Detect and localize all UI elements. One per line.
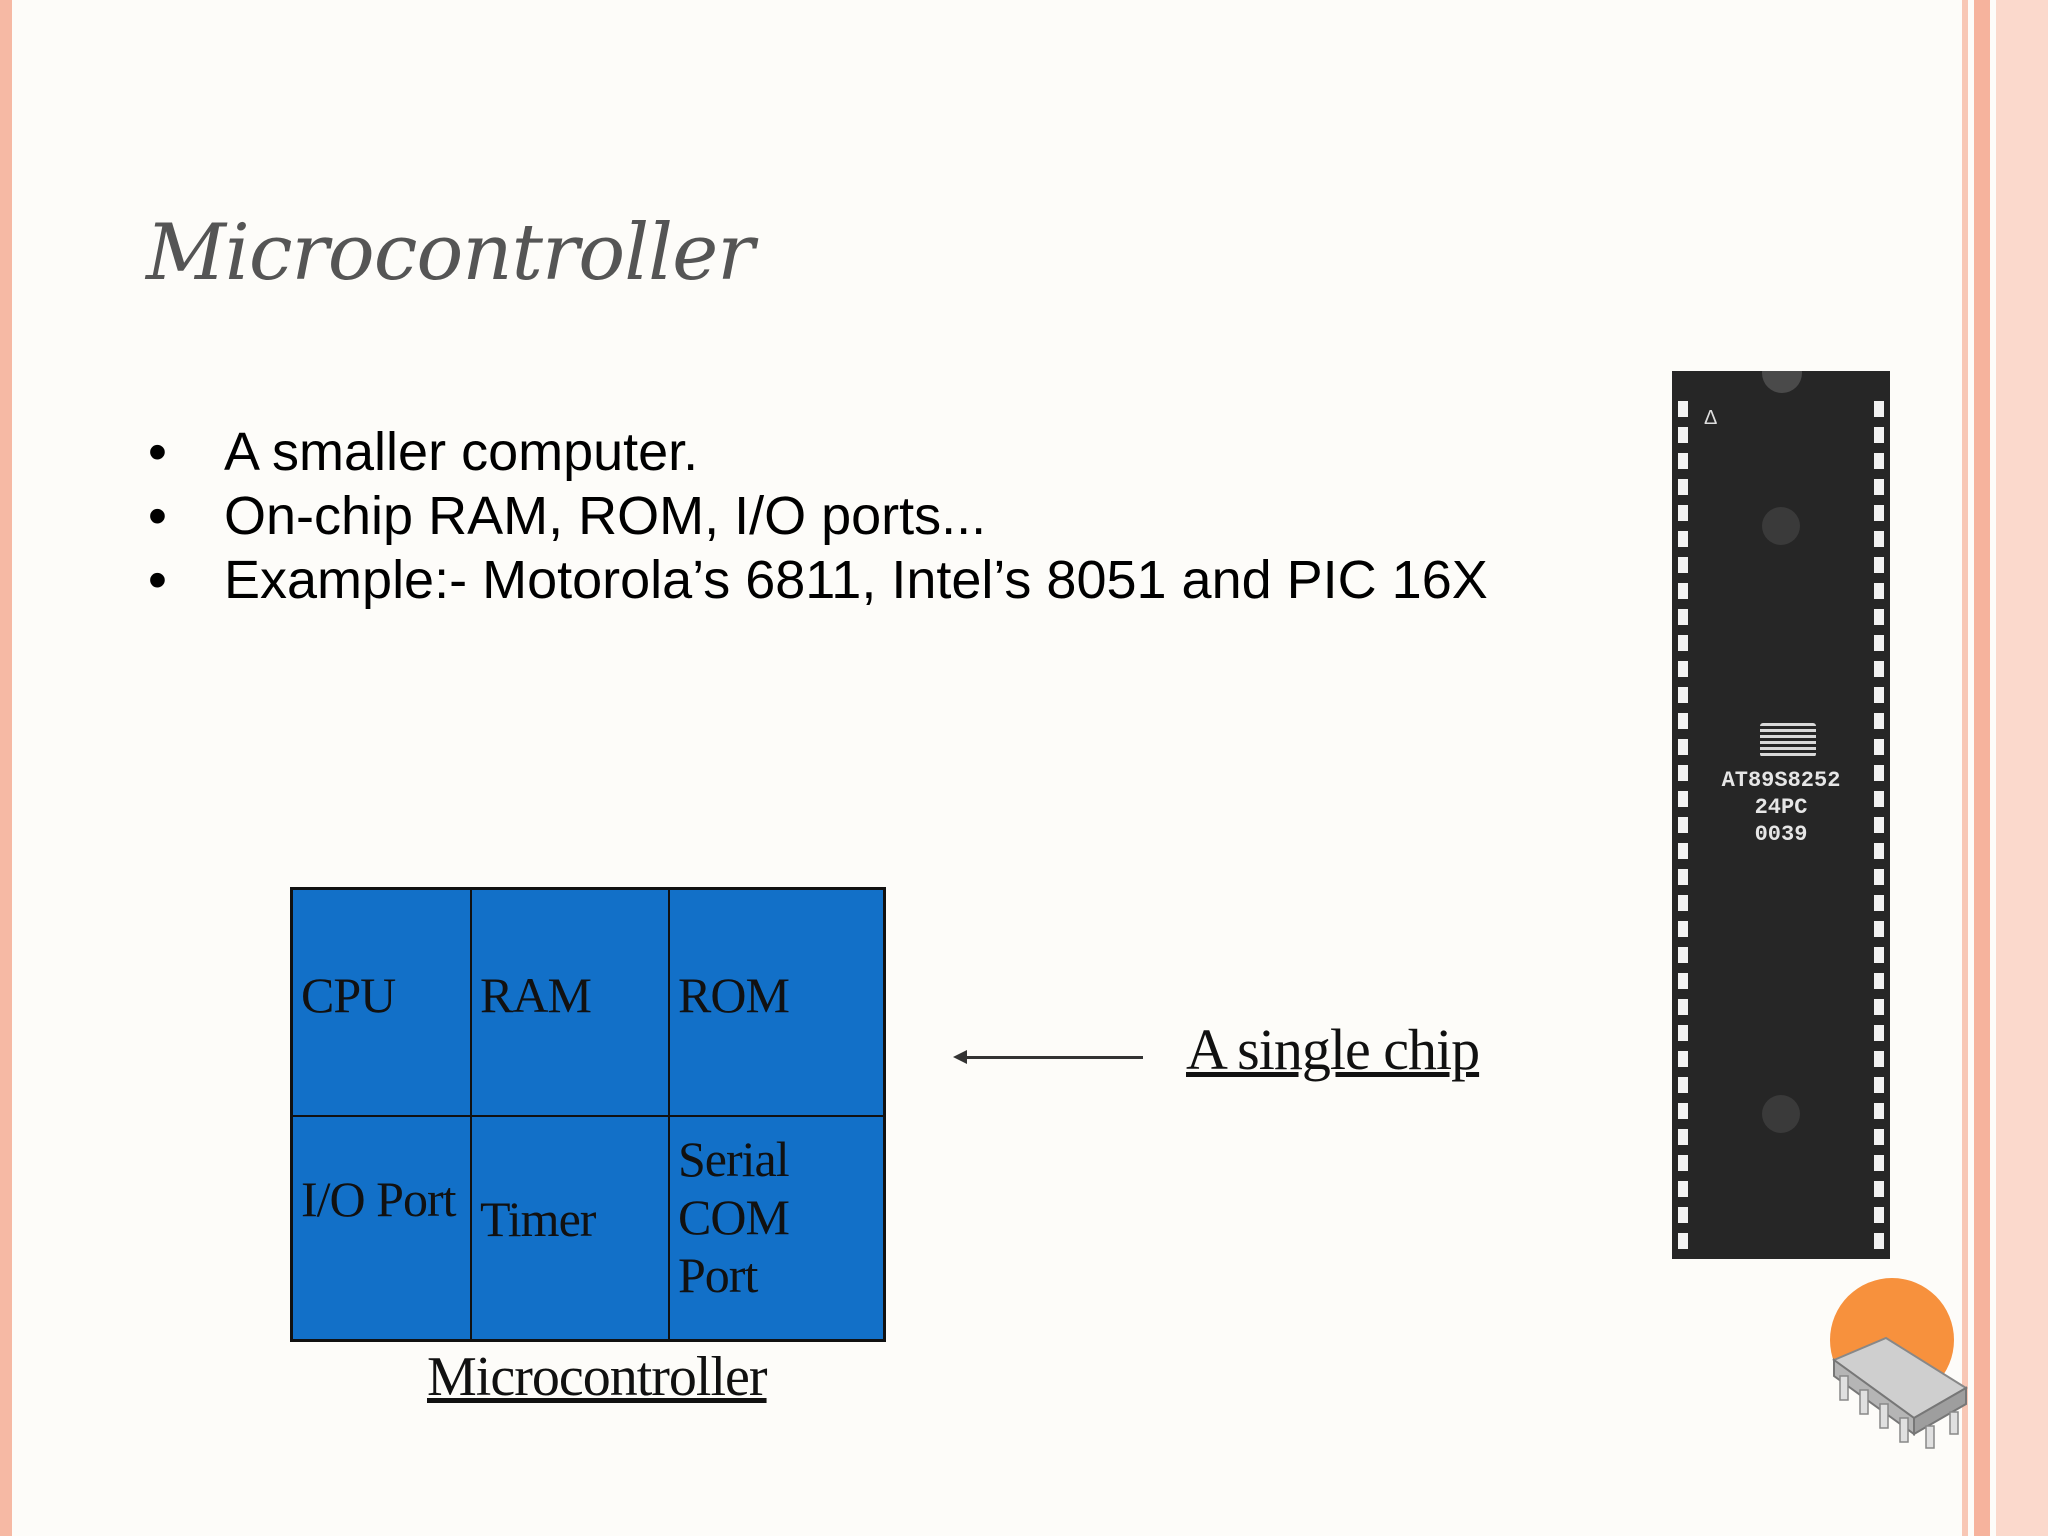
single-chip-label: A single chip [1186,1017,1480,1082]
bullet-marker: • [148,422,167,482]
chip-pins-right [1874,401,1884,1251]
pin1-marker-icon: Δ [1704,407,1718,429]
serial-line: COM [678,1189,790,1245]
bullet-list: • A smaller computer. • On-chip RAM, ROM, … [148,420,1488,612]
chip-marking: 0039 [1754,822,1808,847]
chip-dimple [1762,507,1800,545]
slide-title: Microcontroller [146,208,755,298]
grid-divider [293,1115,883,1117]
arrow-shaft [965,1056,1143,1059]
bullet-item: • Example:- Motorola’s 6811, Intel’s 8051… [148,548,1488,612]
chip-notch [1762,371,1802,393]
cell-cpu: CPU [301,967,396,1023]
diagram-caption: Microcontroller [427,1346,768,1408]
cell-timer: Timer [480,1191,596,1247]
chip-marking: 24PC [1754,795,1808,820]
bullet-item: • On-chip RAM, ROM, I/O ports... [148,484,1488,548]
grid-divider [668,890,670,1339]
dip-chip-photo: Δ AT89S8252 24PC 0039 [1672,371,1890,1259]
cell-serial-com-port: Serial COM Port [678,1130,790,1304]
slide-border-right-wide [1996,0,2048,1536]
bullet-text: A smaller computer. [224,422,699,482]
chip-dimple [1762,1095,1800,1133]
slide-border-left [0,0,12,1536]
grid-divider [470,890,472,1339]
cell-ram: RAM [480,967,592,1023]
serial-line: Port [678,1247,758,1303]
bullet-text: Example:- Motorola’s 6811, Intel’s 8051 … [224,550,1488,610]
chip-pins-left [1678,401,1688,1251]
slide-border-right-mid [1974,0,1990,1536]
chip-logo-icon [1830,1278,1968,1449]
bullet-marker: • [148,486,167,546]
microcontroller-block-diagram: CPU RAM ROM I/O Port Timer Serial COM Po… [290,887,886,1342]
bullet-text: On-chip RAM, ROM, I/O ports... [224,486,987,546]
chip-marking: AT89S8252 [1721,768,1841,793]
cell-rom: ROM [678,967,790,1023]
atmel-logo-icon [1760,723,1816,757]
serial-line: Serial [678,1131,790,1187]
arrow-left-icon [953,1050,967,1064]
slide-border-right-thin [1962,0,1968,1536]
bullet-item: • A smaller computer. [148,420,1488,484]
cell-io-port: I/O Port [301,1171,456,1227]
bullet-marker: • [148,550,167,610]
